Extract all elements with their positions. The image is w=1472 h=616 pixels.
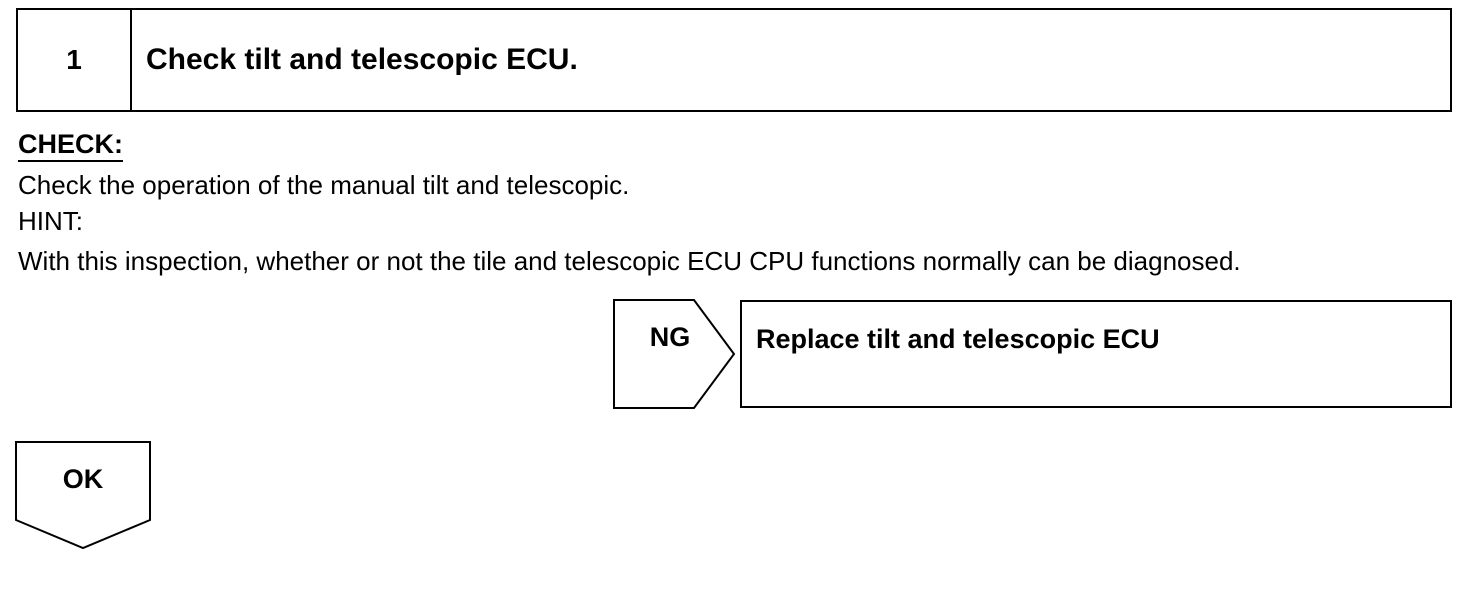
ok-arrow-shape [15,441,151,550]
hint-text: With this inspection, whether or not the… [18,246,1241,276]
ng-label: NG [649,322,691,352]
ng-result-box: Replace tilt and telescopic ECU [740,300,1452,408]
ok-label: OK [62,464,104,494]
ng-arrow-shape [613,299,736,409]
check-text: Check the operation of the manual tilt a… [18,170,630,200]
step-number: 1 [18,10,132,110]
ng-result-label: Replace tilt and telescopic ECU [756,324,1160,354]
step-header: 1 Check tilt and telescopic ECU. [16,8,1452,112]
hint-label: HINT: [18,206,83,236]
check-heading: CHECK: [18,128,123,162]
step-title: Check tilt and telescopic ECU. [146,43,578,76]
